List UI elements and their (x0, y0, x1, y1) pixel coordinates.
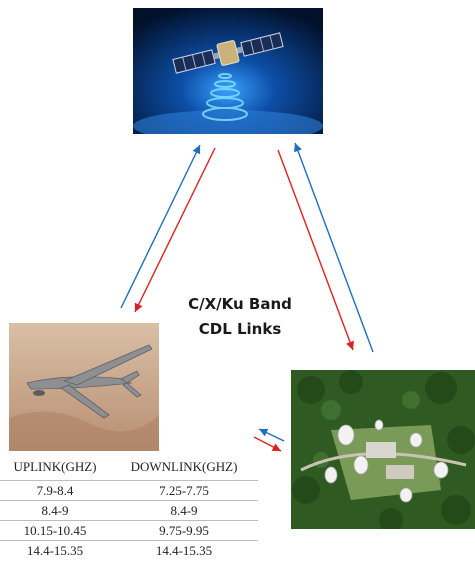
uplink-cell: 14.4-15.35 (0, 540, 110, 560)
downlink-cell: 14.4-15.35 (110, 540, 258, 560)
drone-image (9, 323, 159, 451)
ground-station-image (291, 370, 475, 529)
uplink-arrow-drone-to-satellite (120, 144, 201, 309)
downlink-cell: 7.25-7.75 (110, 480, 258, 501)
uplink-arrow-station-to-drone (258, 428, 285, 442)
downlink-header: DOWNLINK(GHZ) (130, 459, 238, 474)
uplink-arrow-station-to-satellite (294, 142, 374, 353)
table-header-row: UPLINK(GHZ) DOWNLINK(GHZ) (0, 458, 258, 481)
uplink-header: UPLINK(GHZ) (13, 459, 97, 474)
table-row: 8.4-9 8.4-9 (0, 500, 258, 521)
uplink-cell: 7.9-8.4 (0, 480, 110, 501)
downlink-arrow-satellite-to-station (277, 149, 354, 351)
frequency-table: UPLINK(GHZ) DOWNLINK(GHZ) 7.9-8.4 7.25-7… (0, 458, 258, 560)
table-row: 10.15-10.45 9.75-9.95 (0, 520, 258, 541)
uplink-cell: 10.15-10.45 (0, 520, 110, 541)
downlink-cell: 8.4-9 (110, 500, 258, 521)
downlink-arrow-drone-to-station (253, 436, 282, 452)
band-label: C/X/Ku Band (188, 295, 292, 313)
table-row: 7.9-8.4 7.25-7.75 (0, 480, 258, 501)
downlink-arrow-satellite-to-drone (134, 147, 216, 313)
satellite-image (133, 8, 323, 134)
cdl-links-label: CDL Links (198, 320, 282, 338)
downlink-cell: 9.75-9.95 (110, 520, 258, 541)
uplink-cell: 8.4-9 (0, 500, 110, 521)
table-row: 14.4-15.35 14.4-15.35 (0, 540, 258, 560)
